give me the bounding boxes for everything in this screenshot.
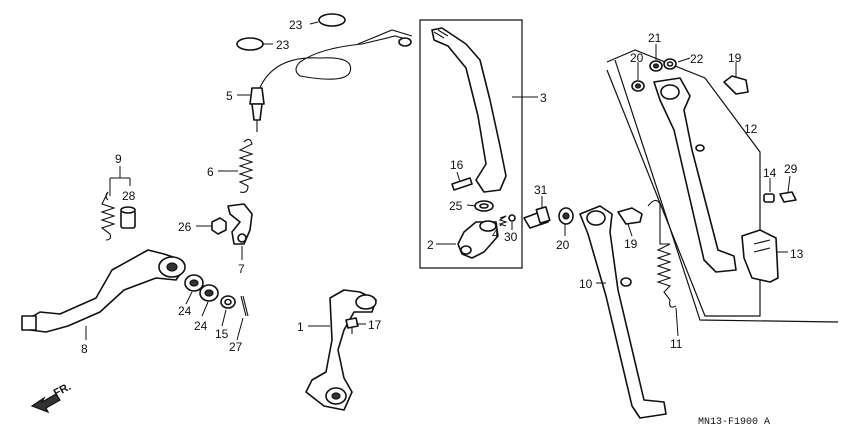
label-23a: 23 [289, 18, 303, 32]
kick-arm-3 [431, 27, 507, 193]
callout-lines [85, 21, 791, 341]
label-26: 26 [178, 220, 192, 234]
label-6: 6 [207, 165, 214, 179]
bolt-17 [345, 317, 359, 334]
washer-20a [631, 80, 645, 92]
label-31: 31 [534, 183, 548, 197]
label-23b: 23 [276, 38, 290, 52]
label-22: 22 [690, 52, 704, 66]
label-17: 17 [368, 318, 382, 332]
bushing-24a [184, 274, 204, 292]
pad-13 [741, 229, 779, 283]
label-10: 10 [579, 277, 593, 291]
label-5: 5 [226, 89, 233, 103]
nut-26 [211, 217, 227, 235]
label-19: 19 [728, 51, 742, 65]
side-stand-10 [579, 205, 667, 419]
main-stand-12 [653, 77, 737, 273]
label-30: 30 [504, 230, 518, 244]
spring-6 [238, 138, 254, 193]
kick-pedal-group-frame [419, 19, 523, 269]
label-9: 9 [115, 152, 122, 166]
bolt-29 [779, 191, 797, 203]
washer-25 [474, 200, 494, 212]
front-arrow: FR. [30, 381, 73, 414]
label-7: 7 [238, 262, 245, 276]
bolt-18 [617, 207, 643, 225]
label-14: 14 [763, 166, 777, 180]
bolt-31 [523, 206, 551, 229]
label-12: 12 [744, 122, 758, 136]
label-20b: 20 [556, 238, 570, 252]
label-8: 8 [81, 342, 88, 356]
spring-9 [100, 191, 116, 241]
label-24b: 24 [194, 319, 208, 333]
label-16: 16 [450, 158, 464, 172]
bracket-7 [227, 203, 253, 245]
collar-14 [763, 193, 775, 203]
clutch-cable [236, 13, 413, 132]
part-labels: 23 23 5 6 9 28 26 7 8 24 24 15 27 1 17 3… [81, 18, 804, 428]
bushing-24b [199, 284, 219, 302]
front-arrow-label: FR. [52, 381, 73, 400]
label-15: 15 [215, 327, 229, 341]
label-25: 25 [449, 199, 463, 213]
collar-28 [120, 206, 136, 229]
washer-15 [220, 295, 236, 309]
label-21: 21 [648, 31, 662, 45]
ball-30 [508, 214, 516, 222]
washer-22 [663, 58, 677, 70]
label-20a: 20 [630, 51, 644, 65]
brake-pedal [21, 249, 186, 333]
label-3: 3 [540, 91, 547, 105]
label-18: 19 [624, 237, 638, 251]
label-4: 4 [492, 227, 499, 241]
side-stand-group-frame-2 [614, 59, 839, 323]
label-13: 13 [790, 247, 804, 261]
label-27: 27 [229, 340, 243, 354]
spring-11 [647, 199, 677, 308]
label-24a: 24 [178, 304, 192, 318]
kick-boss-2 [457, 220, 499, 259]
diagram-code: MN13-F1900 A [698, 417, 770, 428]
label-2: 2 [427, 238, 434, 252]
label-29: 29 [784, 162, 798, 176]
label-11: 11 [670, 337, 683, 351]
pedal-1 [305, 289, 377, 411]
cotter-pin-27 [240, 295, 249, 317]
washer-20b [558, 207, 574, 225]
bolt-16 [451, 177, 473, 191]
bolt-19 [723, 75, 749, 95]
washer-21 [649, 60, 663, 72]
label-1: 1 [297, 320, 304, 334]
side-stand-group-frame [606, 49, 761, 317]
label-28: 28 [122, 189, 136, 203]
